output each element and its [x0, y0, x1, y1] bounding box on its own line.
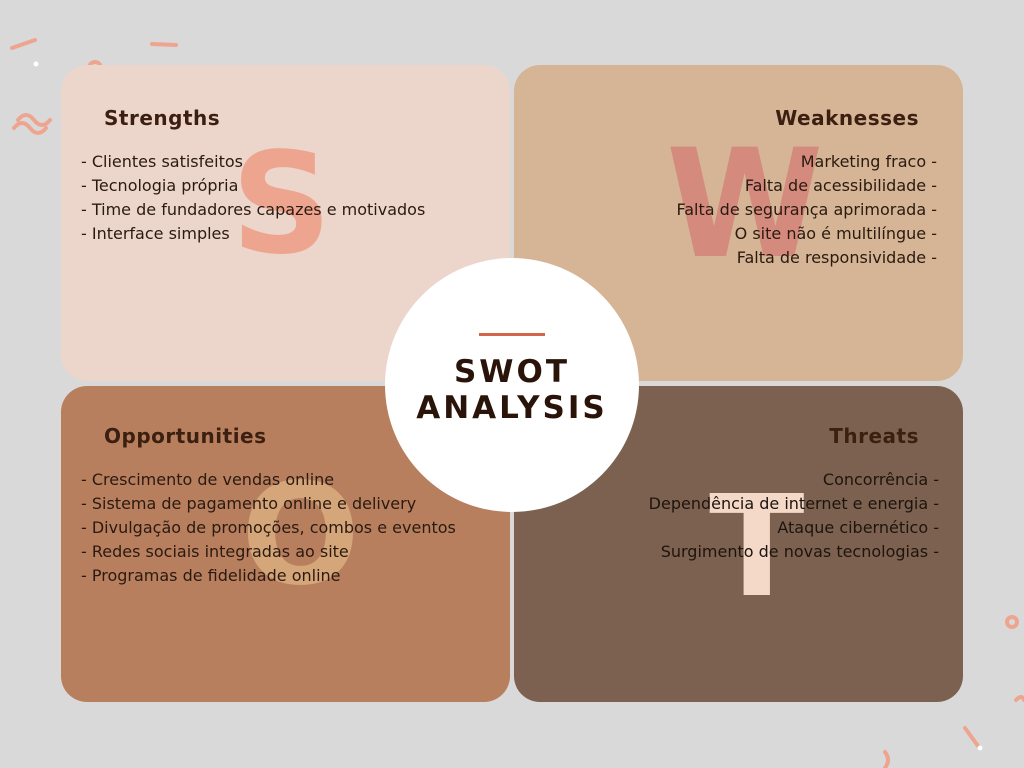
- weaknesses-title: Weaknesses: [775, 106, 919, 130]
- opportunities-list: - Crescimento de vendas online - Sistema…: [81, 468, 456, 588]
- center-circle: SWOT ANALYSIS: [385, 258, 639, 512]
- list-item: Surgimento de novas tecnologias -: [660, 542, 939, 561]
- strengths-title: Strengths: [104, 106, 221, 130]
- list-item: - Interface simples: [81, 224, 230, 243]
- threats-quadrant: T Threats Concorrência - Dependência de …: [514, 386, 963, 702]
- opportunities-letter: O: [241, 454, 361, 617]
- threats-title: Threats: [829, 424, 919, 448]
- confetti-ring: [1005, 615, 1019, 629]
- strengths-list: - Clientes satisfeitos - Tecnologia próp…: [81, 150, 425, 246]
- list-item: - Tecnologia própria: [81, 176, 239, 195]
- list-item: Falta de acessibilidade -: [744, 176, 937, 195]
- confetti-squiggle: [1014, 695, 1024, 702]
- opportunities-title: Opportunities: [104, 424, 267, 448]
- weaknesses-quadrant: W Weaknesses Marketing fraco - Falta de …: [514, 65, 963, 381]
- list-item: Concorrência -: [822, 470, 939, 489]
- list-item: - Redes sociais integradas ao site: [81, 542, 349, 561]
- list-item: Falta de responsividade -: [736, 248, 937, 267]
- confetti-dot: [977, 745, 983, 751]
- list-item: Dependência de internet e energia -: [648, 494, 939, 513]
- list-item: O site não é multilíngue -: [734, 224, 937, 243]
- list-item: Marketing fraco -: [800, 152, 937, 171]
- list-item: - Programas de fidelidade online: [81, 566, 341, 585]
- confetti-dash: [963, 726, 980, 748]
- list-item: - Sistema de pagamento online e delivery: [81, 494, 417, 513]
- list-item: - Clientes satisfeitos: [81, 152, 243, 171]
- confetti-squiggle: [12, 121, 48, 135]
- list-item: - Time de fundadores capazes e motivados: [81, 200, 426, 219]
- accent-line: [479, 333, 545, 336]
- list-item: Falta de segurança aprimorada -: [676, 200, 937, 219]
- center-title-line-2: ANALYSIS: [416, 390, 608, 426]
- weaknesses-list: Marketing fraco - Falta de acessibilidad…: [677, 150, 937, 270]
- confetti-dash: [10, 38, 37, 50]
- weaknesses-letter: W: [666, 118, 824, 292]
- confetti-squiggle: [16, 113, 52, 127]
- confetti-dot: [33, 61, 39, 67]
- list-item: - Crescimento de vendas online: [81, 470, 335, 489]
- list-item: Ataque cibernético -: [777, 518, 939, 537]
- center-title-line-1: SWOT: [453, 354, 571, 390]
- confetti-dash: [150, 42, 178, 47]
- strengths-letter: S: [231, 123, 332, 286]
- threats-letter: T: [709, 466, 805, 629]
- confetti-squiggle: [883, 750, 890, 768]
- threats-list: Concorrência - Dependência de internet e…: [649, 468, 939, 564]
- list-item: - Divulgação de promoções, combos e even…: [81, 518, 456, 537]
